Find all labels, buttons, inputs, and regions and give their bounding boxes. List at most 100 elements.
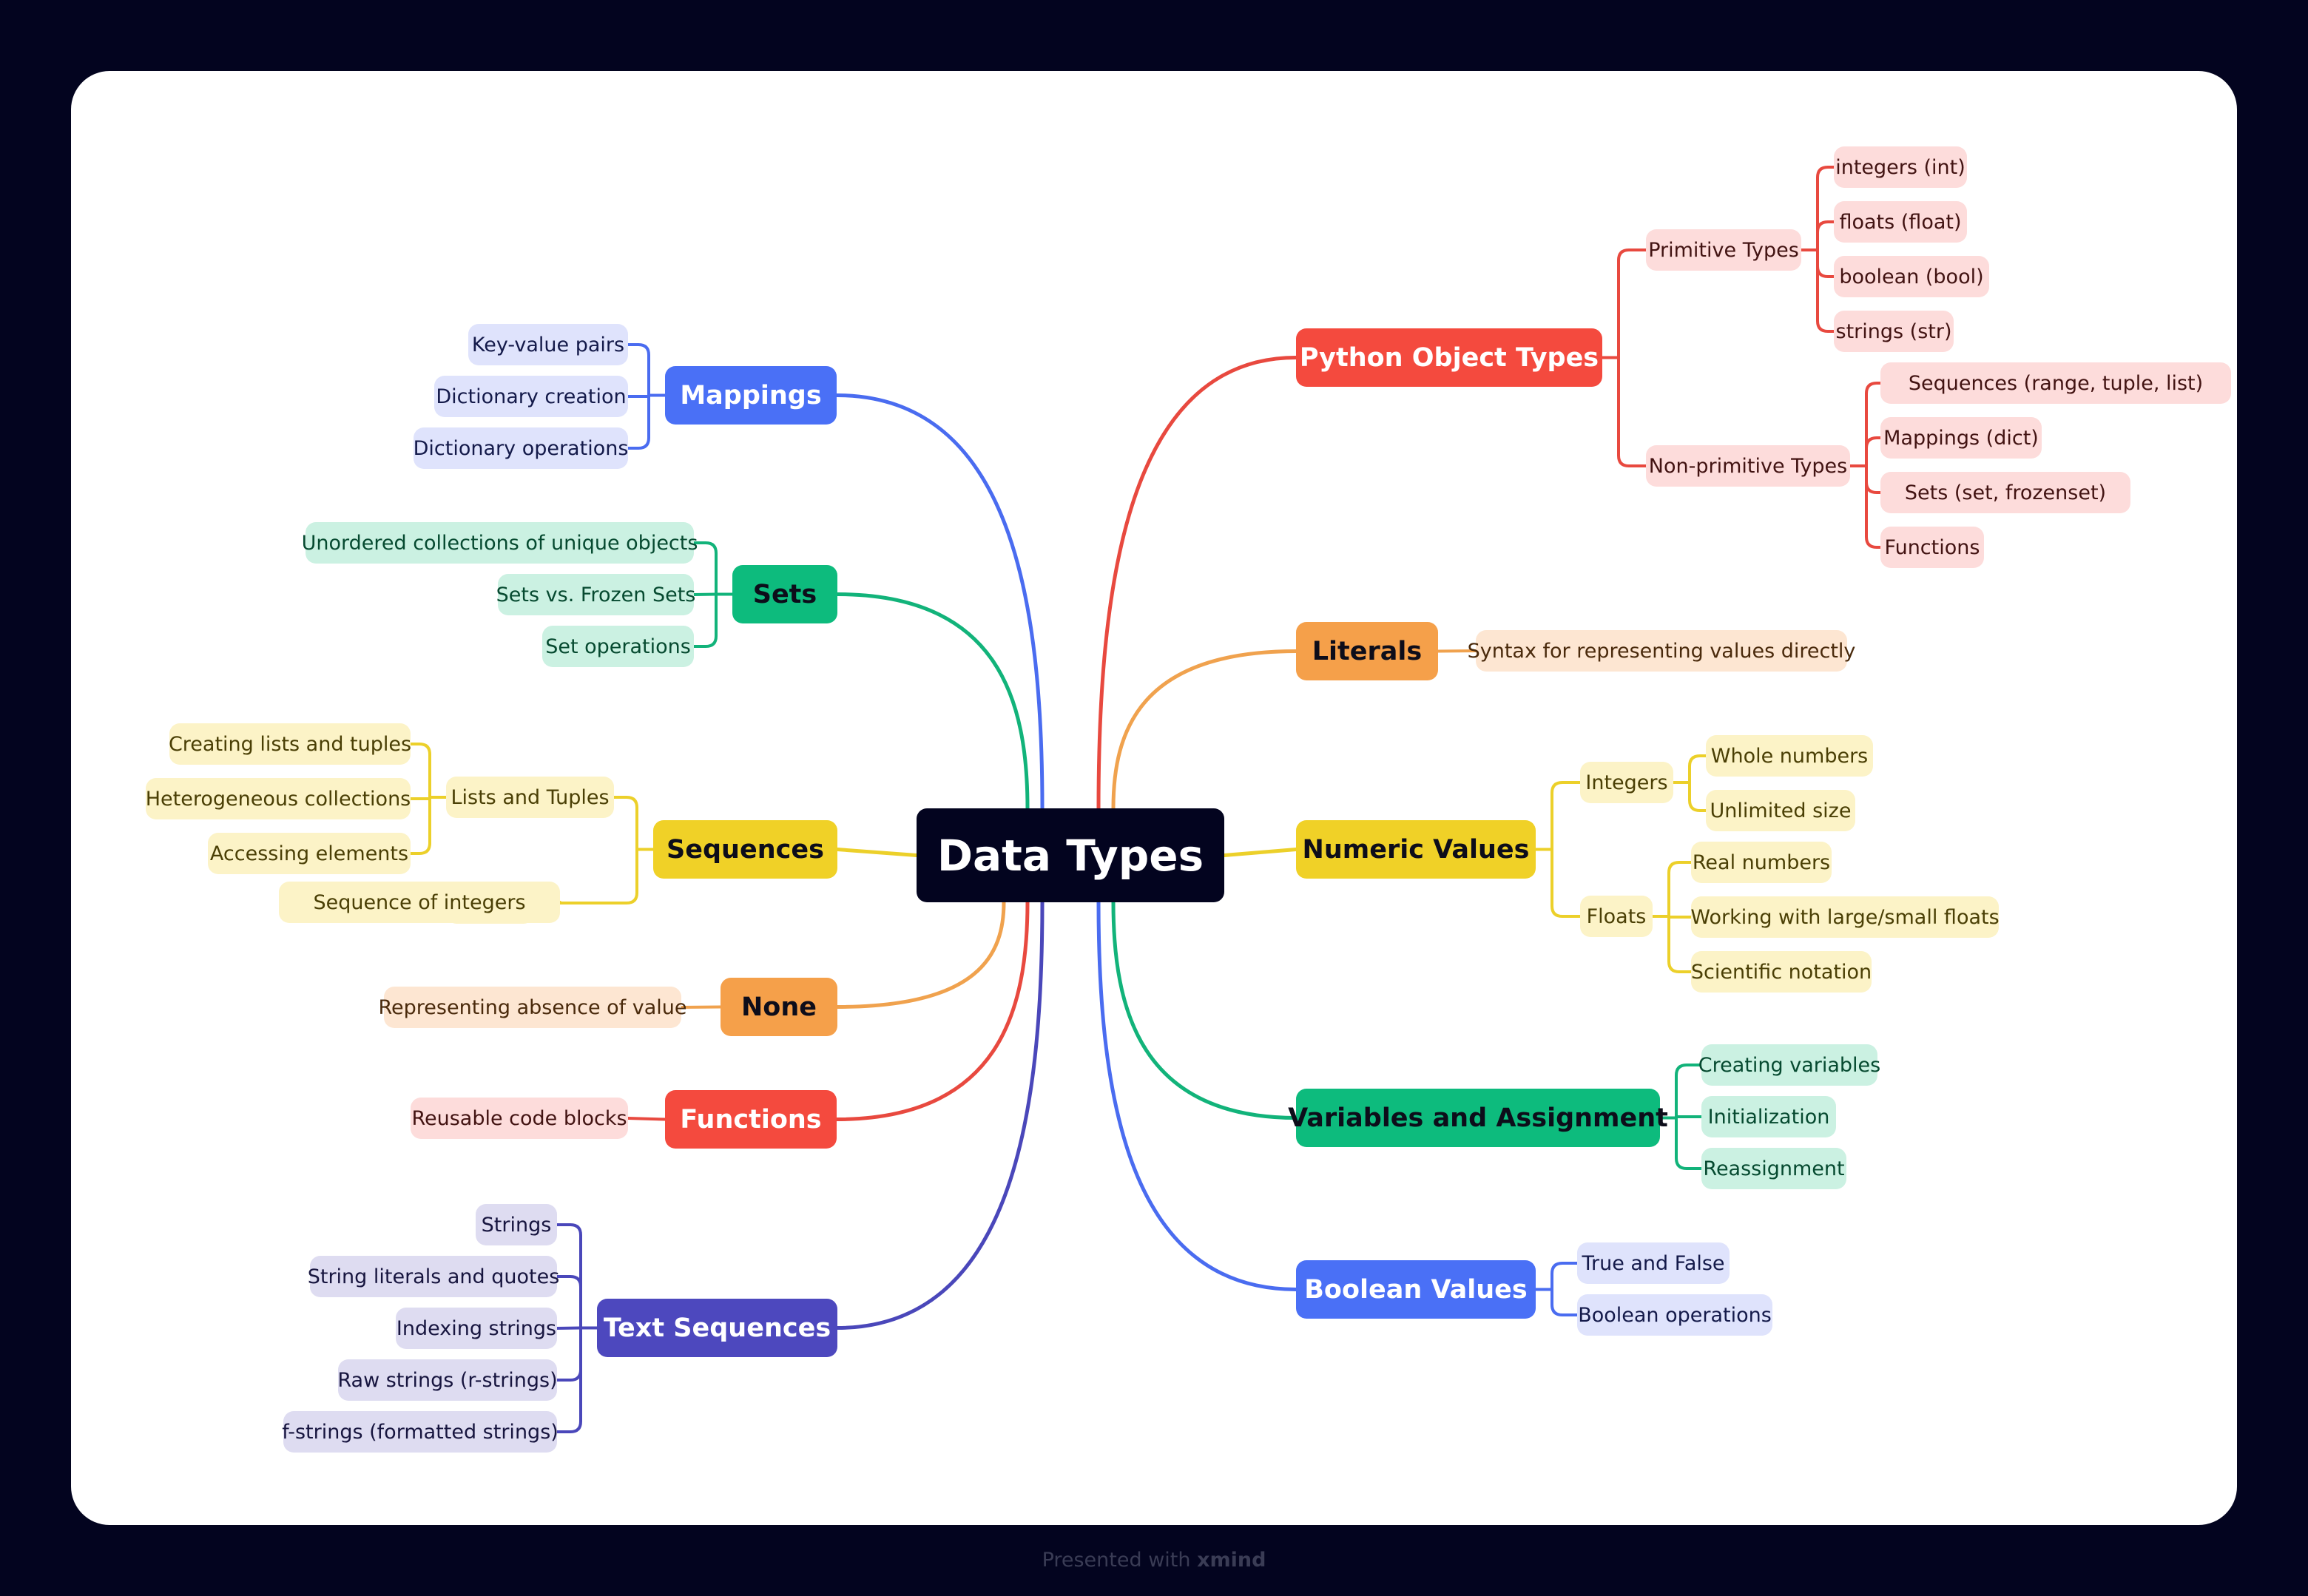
connector-10 bbox=[556, 1326, 582, 1330]
connector-2-0 bbox=[1688, 781, 1707, 812]
topic-creating-variables[interactable]: Creating variables bbox=[1698, 1044, 1880, 1086]
connector-lines bbox=[409, 166, 1882, 1433]
connector-5 bbox=[627, 393, 650, 398]
connector-7-0 bbox=[409, 796, 431, 855]
connector-3 bbox=[1675, 1116, 1703, 1170]
branch-line-sets bbox=[835, 592, 1030, 811]
topic-strings-str[interactable]: strings (str) bbox=[1834, 311, 1954, 352]
topic-functions[interactable]: Functions bbox=[1880, 527, 1984, 568]
mindmap-canvas: Primitive Types integers (int) floats (flo… bbox=[71, 71, 2237, 1525]
connector-2-1 bbox=[1667, 861, 1693, 918]
connector-6 bbox=[692, 541, 718, 596]
topic-floats-float[interactable]: floats (float) bbox=[1834, 201, 1967, 243]
topic-accessing-elements[interactable]: Accessing elements bbox=[208, 833, 411, 874]
connector-7 bbox=[533, 848, 638, 904]
branch-text-sequences[interactable]: Text Sequences bbox=[597, 1299, 837, 1357]
topic-reassignment[interactable]: Reassignment bbox=[1701, 1148, 1846, 1189]
connector-4 bbox=[1551, 1288, 1579, 1316]
topic-sets-vs-frozen-sets[interactable]: Sets vs. Frozen Sets bbox=[496, 574, 695, 615]
connector-9 bbox=[627, 1117, 667, 1121]
central-topic[interactable]: Data Types bbox=[917, 808, 1224, 902]
branch-functions[interactable]: Functions bbox=[665, 1090, 837, 1149]
topic-dictionary-creation[interactable]: Dictionary creation bbox=[434, 376, 628, 417]
connector-0-1 bbox=[1865, 464, 1882, 549]
connector-10 bbox=[556, 1326, 582, 1433]
branch-line-text-sequences bbox=[835, 900, 1045, 1330]
branch-line-none bbox=[835, 900, 1006, 1009]
topic-mappings-dict[interactable]: Mappings (dict) bbox=[1880, 417, 2042, 459]
connector-0-0 bbox=[1816, 220, 1835, 251]
topic-unlimited-size[interactable]: Unlimited size bbox=[1706, 790, 1855, 831]
topic-unordered-collections-of-unique-objects[interactable]: Unordered collections of unique objects bbox=[302, 522, 698, 564]
topic-floats[interactable]: Floats bbox=[1580, 896, 1653, 937]
topic-syntax-for-representing-values-directly[interactable]: Syntax for representing values directly bbox=[1468, 630, 1855, 672]
branch-sequences[interactable]: Sequences bbox=[653, 820, 837, 879]
branch-line-literals bbox=[1111, 649, 1298, 811]
footer-prefix: Presented with bbox=[1042, 1549, 1191, 1572]
branch-sets[interactable]: Sets bbox=[732, 565, 837, 623]
branch-boolean-values[interactable]: Boolean Values bbox=[1296, 1260, 1536, 1319]
topic-scientific-notation[interactable]: Scientific notation bbox=[1691, 951, 1872, 993]
connector-10 bbox=[556, 1223, 582, 1330]
connector-10 bbox=[556, 1326, 582, 1382]
connector-6 bbox=[692, 592, 718, 648]
connector-8 bbox=[680, 1005, 722, 1009]
topic-strings[interactable]: Strings bbox=[476, 1204, 557, 1245]
topic-sequence-of-integers[interactable]: Sequence of integers bbox=[279, 882, 560, 923]
connector-2 bbox=[1551, 848, 1582, 918]
branch-line-python-object-types bbox=[1096, 356, 1298, 811]
topic-sets-set-frozenset[interactable]: Sets (set, frozenset) bbox=[1880, 472, 2130, 513]
connector-0-1 bbox=[1865, 464, 1882, 494]
branch-line-functions bbox=[834, 900, 1030, 1121]
connector-3 bbox=[1675, 1064, 1703, 1120]
topic-real-numbers[interactable]: Real numbers bbox=[1691, 842, 1832, 883]
topic-boolean-operations[interactable]: Boolean operations bbox=[1577, 1294, 1772, 1336]
topic-dictionary-operations[interactable]: Dictionary operations bbox=[414, 427, 628, 469]
branch-numeric-values[interactable]: Numeric Values bbox=[1296, 820, 1536, 879]
connector-2-1 bbox=[1667, 915, 1693, 973]
topic-working-with-large-small-floats[interactable]: Working with large/small floats bbox=[1690, 896, 2000, 938]
connector-1 bbox=[1437, 649, 1477, 653]
topic-sequences-range-tuple-list[interactable]: Sequences (range, tuple, list) bbox=[1880, 362, 2231, 404]
branch-line-mappings bbox=[834, 393, 1045, 811]
topic-indexing-strings[interactable]: Indexing strings bbox=[396, 1308, 557, 1349]
topic-f-strings-formatted-strings[interactable]: f-strings (formatted strings) bbox=[282, 1411, 559, 1453]
topic-string-literals-and-quotes[interactable]: String literals and quotes bbox=[308, 1256, 559, 1297]
topic-initialization[interactable]: Initialization bbox=[1701, 1096, 1836, 1137]
topic-representing-absence-of-value[interactable]: Representing absence of value bbox=[379, 987, 687, 1028]
connector-2-0 bbox=[1688, 754, 1707, 784]
footer-credit: Presented with xmind bbox=[0, 1549, 2308, 1578]
footer-brand: xmind bbox=[1197, 1549, 1266, 1572]
topic-integers-int[interactable]: integers (int) bbox=[1834, 146, 1967, 188]
topic-set-operations[interactable]: Set operations bbox=[542, 626, 694, 667]
connector-0-1 bbox=[1865, 436, 1882, 467]
topic-heterogeneous-collections[interactable]: Heterogeneous collections bbox=[146, 778, 411, 819]
connector-10 bbox=[556, 1275, 582, 1330]
connector-7-0 bbox=[409, 743, 431, 799]
topic-non-primitive-types[interactable]: Non-primitive Types bbox=[1646, 445, 1850, 487]
connector-5 bbox=[627, 393, 650, 450]
topic-creating-lists-and-tuples[interactable]: Creating lists and tuples bbox=[169, 723, 411, 765]
topic-integers[interactable]: Integers bbox=[1580, 762, 1673, 803]
branch-line-variables-and-assignment bbox=[1111, 900, 1298, 1120]
topic-key-value-pairs[interactable]: Key-value pairs bbox=[468, 324, 628, 365]
topic-lists-and-tuples[interactable]: Lists and Tuples bbox=[446, 777, 614, 818]
topic-raw-strings-r-strings[interactable]: Raw strings (r-strings) bbox=[337, 1359, 558, 1401]
branch-variables-and-assignment[interactable]: Variables and Assignment bbox=[1288, 1089, 1668, 1147]
connector-0-0 bbox=[1816, 248, 1835, 333]
branch-python-object-types[interactable]: Python Object Types bbox=[1296, 328, 1602, 387]
connector-7-0 bbox=[409, 796, 431, 800]
topic-true-and-false[interactable]: True and False bbox=[1577, 1242, 1730, 1284]
connector-2 bbox=[1551, 781, 1582, 851]
connector-0-0 bbox=[1816, 166, 1835, 251]
topic-boolean-bool[interactable]: boolean (bool) bbox=[1834, 256, 1989, 297]
branch-line-boolean-values bbox=[1096, 900, 1298, 1291]
topic-primitive-types[interactable]: Primitive Types bbox=[1646, 229, 1801, 271]
topic-whole-numbers[interactable]: Whole numbers bbox=[1706, 735, 1873, 777]
branch-literals[interactable]: Literals bbox=[1296, 622, 1438, 680]
branch-mappings[interactable]: Mappings bbox=[665, 366, 837, 425]
topic-reusable-code-blocks[interactable]: Reusable code blocks bbox=[411, 1098, 628, 1139]
branch-none[interactable]: None bbox=[721, 978, 837, 1036]
branch-line-sequences bbox=[835, 848, 919, 857]
connector-3 bbox=[1675, 1115, 1703, 1120]
